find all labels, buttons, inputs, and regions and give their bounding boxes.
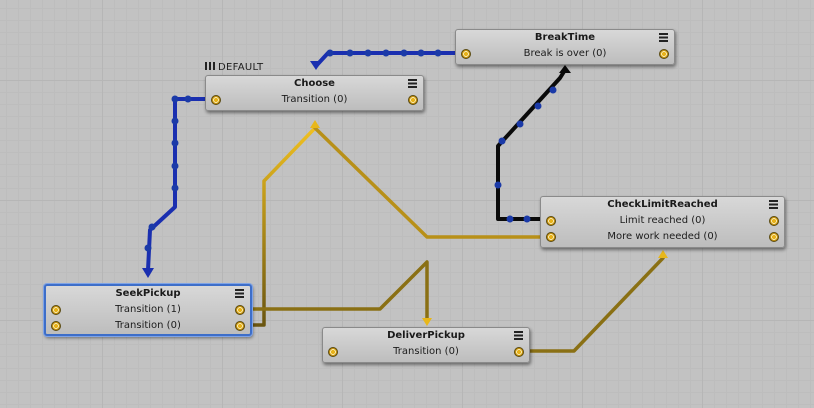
port-icon[interactable] <box>769 216 779 226</box>
transition-row: Transition (0) <box>323 344 529 360</box>
node-breaktime[interactable]: BreakTime Break is over (0) <box>455 29 675 65</box>
link-seek-to-deliver <box>250 260 429 320</box>
port-icon[interactable] <box>328 347 338 357</box>
menu-icon[interactable] <box>235 289 244 298</box>
node-title: DeliverPickup <box>387 330 465 341</box>
transition-row: More work needed (0) <box>541 229 784 245</box>
transition-row: Limit reached (0) <box>541 213 784 229</box>
port-icon[interactable] <box>235 321 245 331</box>
node-seekpickup[interactable]: SeekPickup Transition (1) Transition (0) <box>44 284 252 336</box>
port-icon[interactable] <box>769 232 779 242</box>
node-title: SeekPickup <box>115 288 181 299</box>
node-checklimitreached[interactable]: CheckLimitReached Limit reached (0) More… <box>540 196 785 248</box>
default-state-label: DEFAULT <box>205 62 263 73</box>
transition-row: Break is over (0) <box>456 46 674 62</box>
link-check-to-choose <box>313 126 542 239</box>
link-deliver-to-check <box>526 256 665 353</box>
node-title: BreakTime <box>534 32 596 43</box>
menu-icon[interactable] <box>408 79 417 88</box>
port-icon[interactable] <box>461 49 471 59</box>
port-icon[interactable] <box>546 216 556 226</box>
port-icon[interactable] <box>211 95 221 105</box>
port-icon[interactable] <box>546 232 556 242</box>
port-icon[interactable] <box>235 305 245 315</box>
node-title: CheckLimitReached <box>607 199 718 210</box>
node-choose[interactable]: Choose Transition (0) <box>205 75 424 111</box>
transition-row: Transition (1) <box>46 302 250 318</box>
port-icon[interactable] <box>408 95 418 105</box>
port-icon[interactable] <box>51 305 61 315</box>
link-seek-to-choose <box>250 126 317 327</box>
node-deliverpickup[interactable]: DeliverPickup Transition (0) <box>322 327 530 363</box>
menu-icon[interactable] <box>514 331 523 340</box>
transition-row: Transition (0) <box>206 92 423 108</box>
port-icon[interactable] <box>659 49 669 59</box>
menu-icon[interactable] <box>769 200 778 209</box>
port-icon[interactable] <box>51 321 61 331</box>
port-icon[interactable] <box>514 347 524 357</box>
transition-row: Transition (0) <box>46 318 250 334</box>
link-choose-to-seek <box>146 97 205 271</box>
default-icon <box>205 62 215 70</box>
menu-icon[interactable] <box>659 33 668 42</box>
node-title: Choose <box>294 78 335 89</box>
